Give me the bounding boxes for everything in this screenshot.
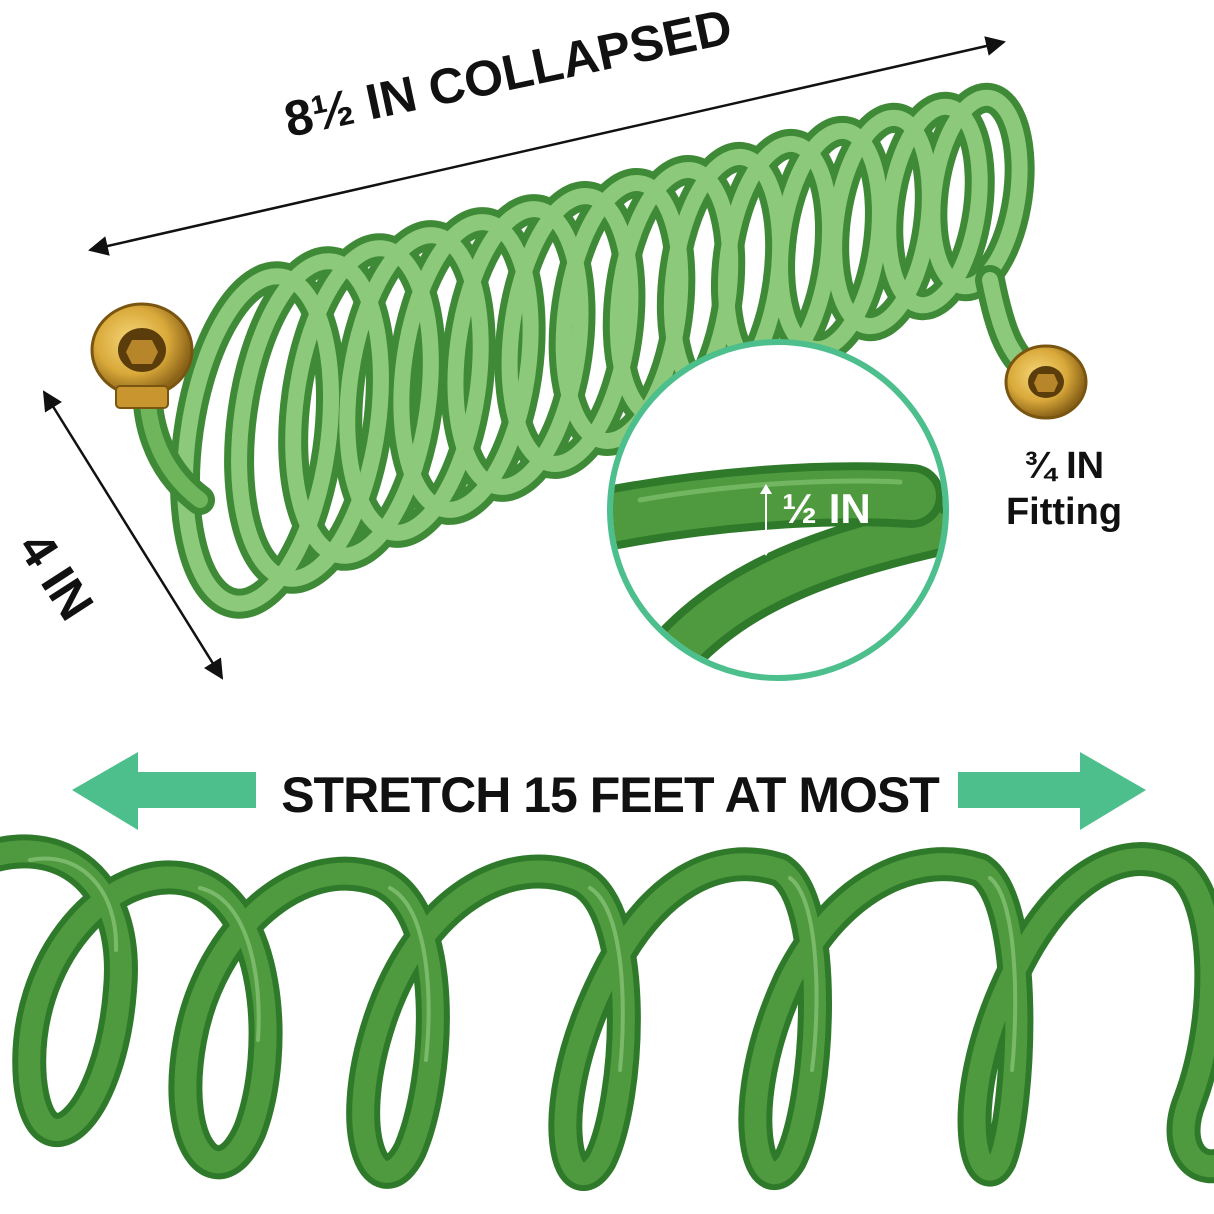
fitting-size-value: ¾ IN [1023,445,1105,487]
coil-width-arrow [42,390,224,680]
collapsed-length-arrow [88,36,1006,256]
hose-diameter-label: ½ IN [782,485,871,532]
fitting-word: Fitting [1005,490,1123,533]
stretch-length-label: STRETCH 15 FEET AT MOST [281,767,940,823]
stretch-arrows-icon [72,752,1146,830]
left-brass-fitting [90,302,194,409]
hose-diameter-zoom [607,339,949,681]
stretched-hose [0,834,1214,1191]
right-brass-fitting [1004,344,1088,420]
fitting-size-label: ¾ IN Fitting [984,444,1144,535]
